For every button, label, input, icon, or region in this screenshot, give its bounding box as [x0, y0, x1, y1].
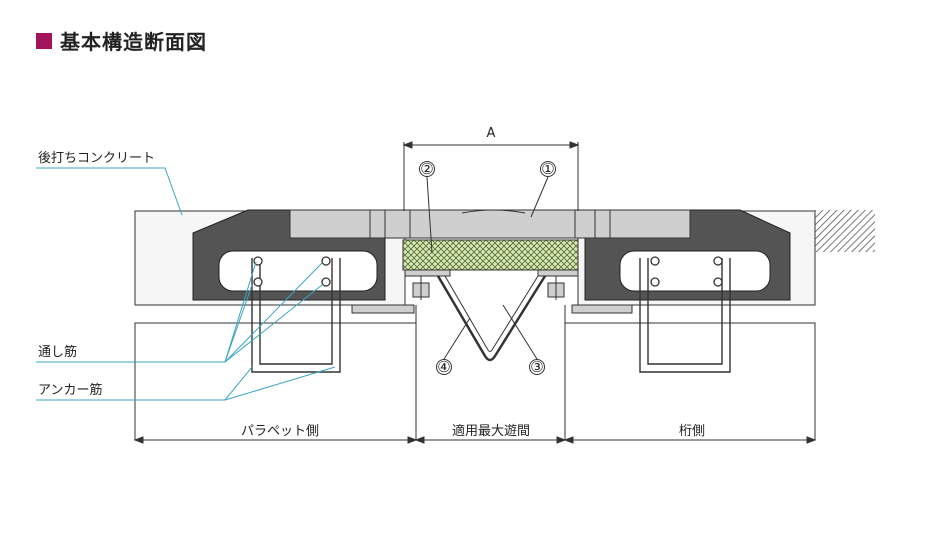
drain-trough — [436, 275, 547, 362]
anchor-void-right — [619, 250, 771, 292]
anchor-bar-label: アンカー筋 — [38, 382, 102, 398]
through-bar-label: 通し筋 — [38, 344, 77, 360]
girder-side-label: 桁側 — [679, 424, 705, 439]
through-bars — [253, 256, 723, 287]
title-square-icon — [36, 32, 52, 49]
bottom-dimensions — [133, 436, 817, 444]
anchor-bars-right — [639, 258, 731, 373]
callout-3: ③ — [530, 358, 543, 376]
callout-leaders — [426, 176, 549, 360]
steel-top-plate — [289, 209, 691, 239]
anchor-bars-left — [251, 258, 341, 373]
dimension-a-label: A — [487, 126, 496, 141]
callout-1: ① — [541, 160, 554, 178]
dimension-a — [402, 141, 580, 211]
gap-guides — [415, 305, 566, 440]
page-title: 基本構造断面図 — [60, 30, 207, 54]
callout-2: ② — [420, 160, 433, 178]
callout-4: ④ — [437, 358, 450, 376]
callout-circles: ② ① ③ ④ — [419, 160, 556, 376]
parapet-side-label: パラペット側 — [241, 424, 319, 439]
title-row: 基本構造断面図 — [36, 26, 207, 55]
post-concrete-label: 後打ちコンクリート — [38, 151, 155, 166]
adjacent-structure-hatch — [815, 210, 875, 252]
base-plates — [351, 269, 633, 314]
seal-material — [402, 239, 579, 271]
max-gap-label: 適用最大遊間 — [452, 423, 530, 439]
anchor-void-left — [218, 250, 378, 292]
blue-leaders — [36, 167, 336, 401]
